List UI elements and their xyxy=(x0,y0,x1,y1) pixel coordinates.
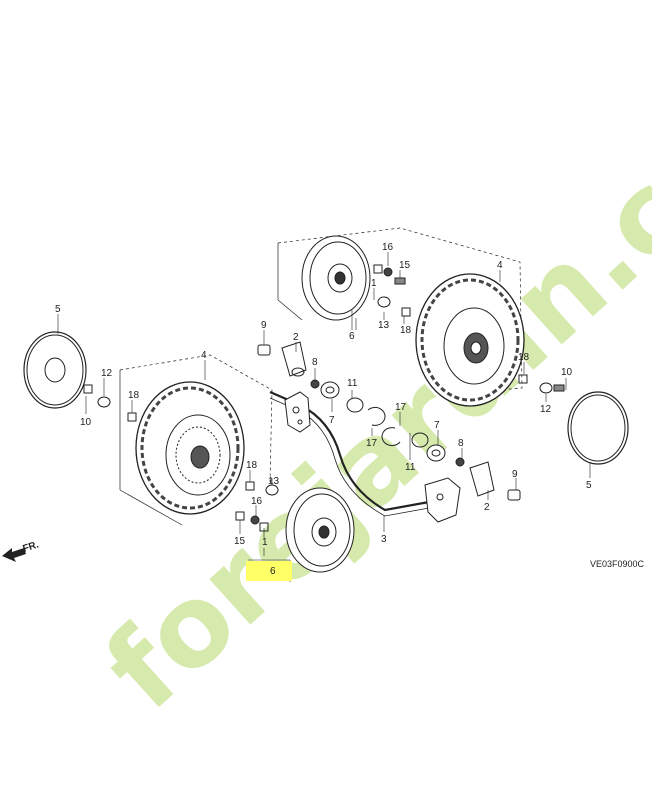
callout-15-rear: 15 xyxy=(399,260,411,271)
callout-12-rear: 12 xyxy=(540,404,552,415)
callout-6-front: 6 xyxy=(270,566,276,577)
callout-2-right: 2 xyxy=(484,502,490,513)
callout-16-front: 16 xyxy=(251,496,263,507)
axle-assembly xyxy=(257,341,521,523)
callout-1-rear: 1 xyxy=(371,278,377,289)
rear-hub-disc xyxy=(301,235,371,321)
callout-1-front: 1 xyxy=(262,537,268,548)
callout-7-left: 7 xyxy=(329,415,335,426)
callout-8-right: 8 xyxy=(458,438,464,449)
callout-15-front: 15 xyxy=(234,536,246,547)
left-bracket xyxy=(284,391,311,433)
callout-18-rear-b: 18 xyxy=(518,352,530,363)
callout-11-right: 11 xyxy=(405,462,416,473)
front-hub-disc xyxy=(285,487,355,573)
callout-4-rear: 4 xyxy=(497,260,503,271)
right-bracket xyxy=(424,477,461,523)
callout-18-front: 18 xyxy=(128,390,140,401)
callout-labels: 5 10 12 18 4 18 13 16 15 1 6 9 2 8 7 11 … xyxy=(55,242,592,577)
front-tire xyxy=(135,381,245,515)
callout-13-front: 13 xyxy=(268,476,280,487)
callout-4-front: 4 xyxy=(201,350,207,361)
front-label: FR. xyxy=(22,539,41,555)
callout-3: 3 xyxy=(381,534,387,545)
callout-18-rear: 18 xyxy=(400,325,412,336)
front-direction-indicator: FR. xyxy=(2,539,40,562)
rear-tire xyxy=(415,273,525,407)
rear-wheel-assembly xyxy=(277,227,629,465)
leader-lines xyxy=(57,252,591,582)
callout-6-rear: 6 xyxy=(349,331,355,342)
callout-5-front: 5 xyxy=(55,304,61,315)
callout-13-rear: 13 xyxy=(378,320,390,331)
callout-highlight xyxy=(246,561,292,581)
callout-7-right: 7 xyxy=(434,420,440,431)
callout-17-right: 17 xyxy=(395,402,407,413)
axle-rod xyxy=(269,390,441,512)
callout-2-left: 2 xyxy=(293,332,299,343)
front-wheel-assembly xyxy=(23,331,355,573)
callout-10-front: 10 xyxy=(80,417,92,428)
callout-9-left: 9 xyxy=(261,320,267,331)
front-arrow-icon xyxy=(2,548,26,562)
callout-10-rear: 10 xyxy=(561,367,573,378)
callout-5-rear: 5 xyxy=(586,480,592,491)
callout-8-left: 8 xyxy=(312,357,318,368)
drawing-code: VE03F0900C xyxy=(590,559,645,569)
callout-16-rear: 16 xyxy=(382,242,394,253)
front-outer-hubcap xyxy=(23,331,87,409)
rear-outer-hubcap xyxy=(567,391,629,465)
callout-17-left: 17 xyxy=(366,438,378,449)
callout-18-front-b: 18 xyxy=(246,460,258,471)
callout-11-left: 11 xyxy=(347,378,358,389)
callout-12-front: 12 xyxy=(101,368,113,379)
washer-16-rear xyxy=(373,264,383,274)
callout-9-right: 9 xyxy=(512,469,518,480)
